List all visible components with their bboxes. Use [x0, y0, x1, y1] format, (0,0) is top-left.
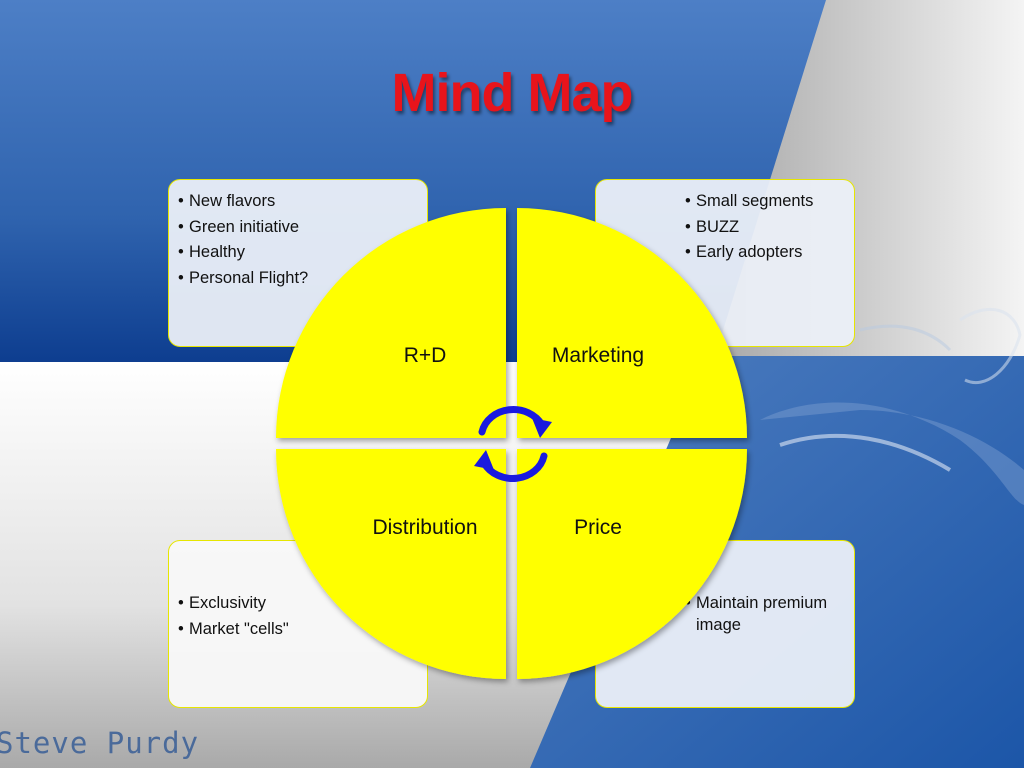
list-item: New flavors	[178, 189, 308, 215]
quadrant-distribution	[276, 449, 506, 679]
list-item: Personal Flight?	[178, 266, 308, 292]
quadrant-rd	[276, 208, 506, 438]
quadrant-marketing	[517, 208, 747, 438]
cycle-arrows-icon	[474, 406, 552, 482]
quadrant-label-distribution: Distribution	[372, 516, 478, 539]
list-item: BUZZ	[685, 215, 813, 241]
list-item: Healthy	[178, 240, 308, 266]
list-item: Small segments	[685, 189, 813, 215]
list-item: Early adopters	[685, 240, 813, 266]
list-item: Green initiative	[178, 215, 308, 241]
quadrant-label-rd: R+D	[403, 344, 447, 367]
marketing-bullet-list: Small segments BUZZ Early adopters	[685, 189, 813, 266]
author-signature: Steve Purdy	[0, 726, 200, 760]
slide-title: Mind Map	[391, 63, 634, 123]
list-item: Market "cells"	[178, 617, 289, 643]
price-bullet-list: Maintain premium image	[685, 592, 845, 636]
quadrant-price	[517, 449, 747, 679]
list-item: Exclusivity	[178, 591, 289, 617]
rd-bullet-list: New flavors Green initiative Healthy Per…	[178, 189, 308, 291]
quadrant-label-marketing: Marketing	[551, 344, 645, 367]
list-item: Maintain premium image	[685, 592, 845, 636]
quadrant-label-price: Price	[574, 516, 622, 539]
distribution-bullet-list: Exclusivity Market "cells"	[178, 591, 289, 642]
